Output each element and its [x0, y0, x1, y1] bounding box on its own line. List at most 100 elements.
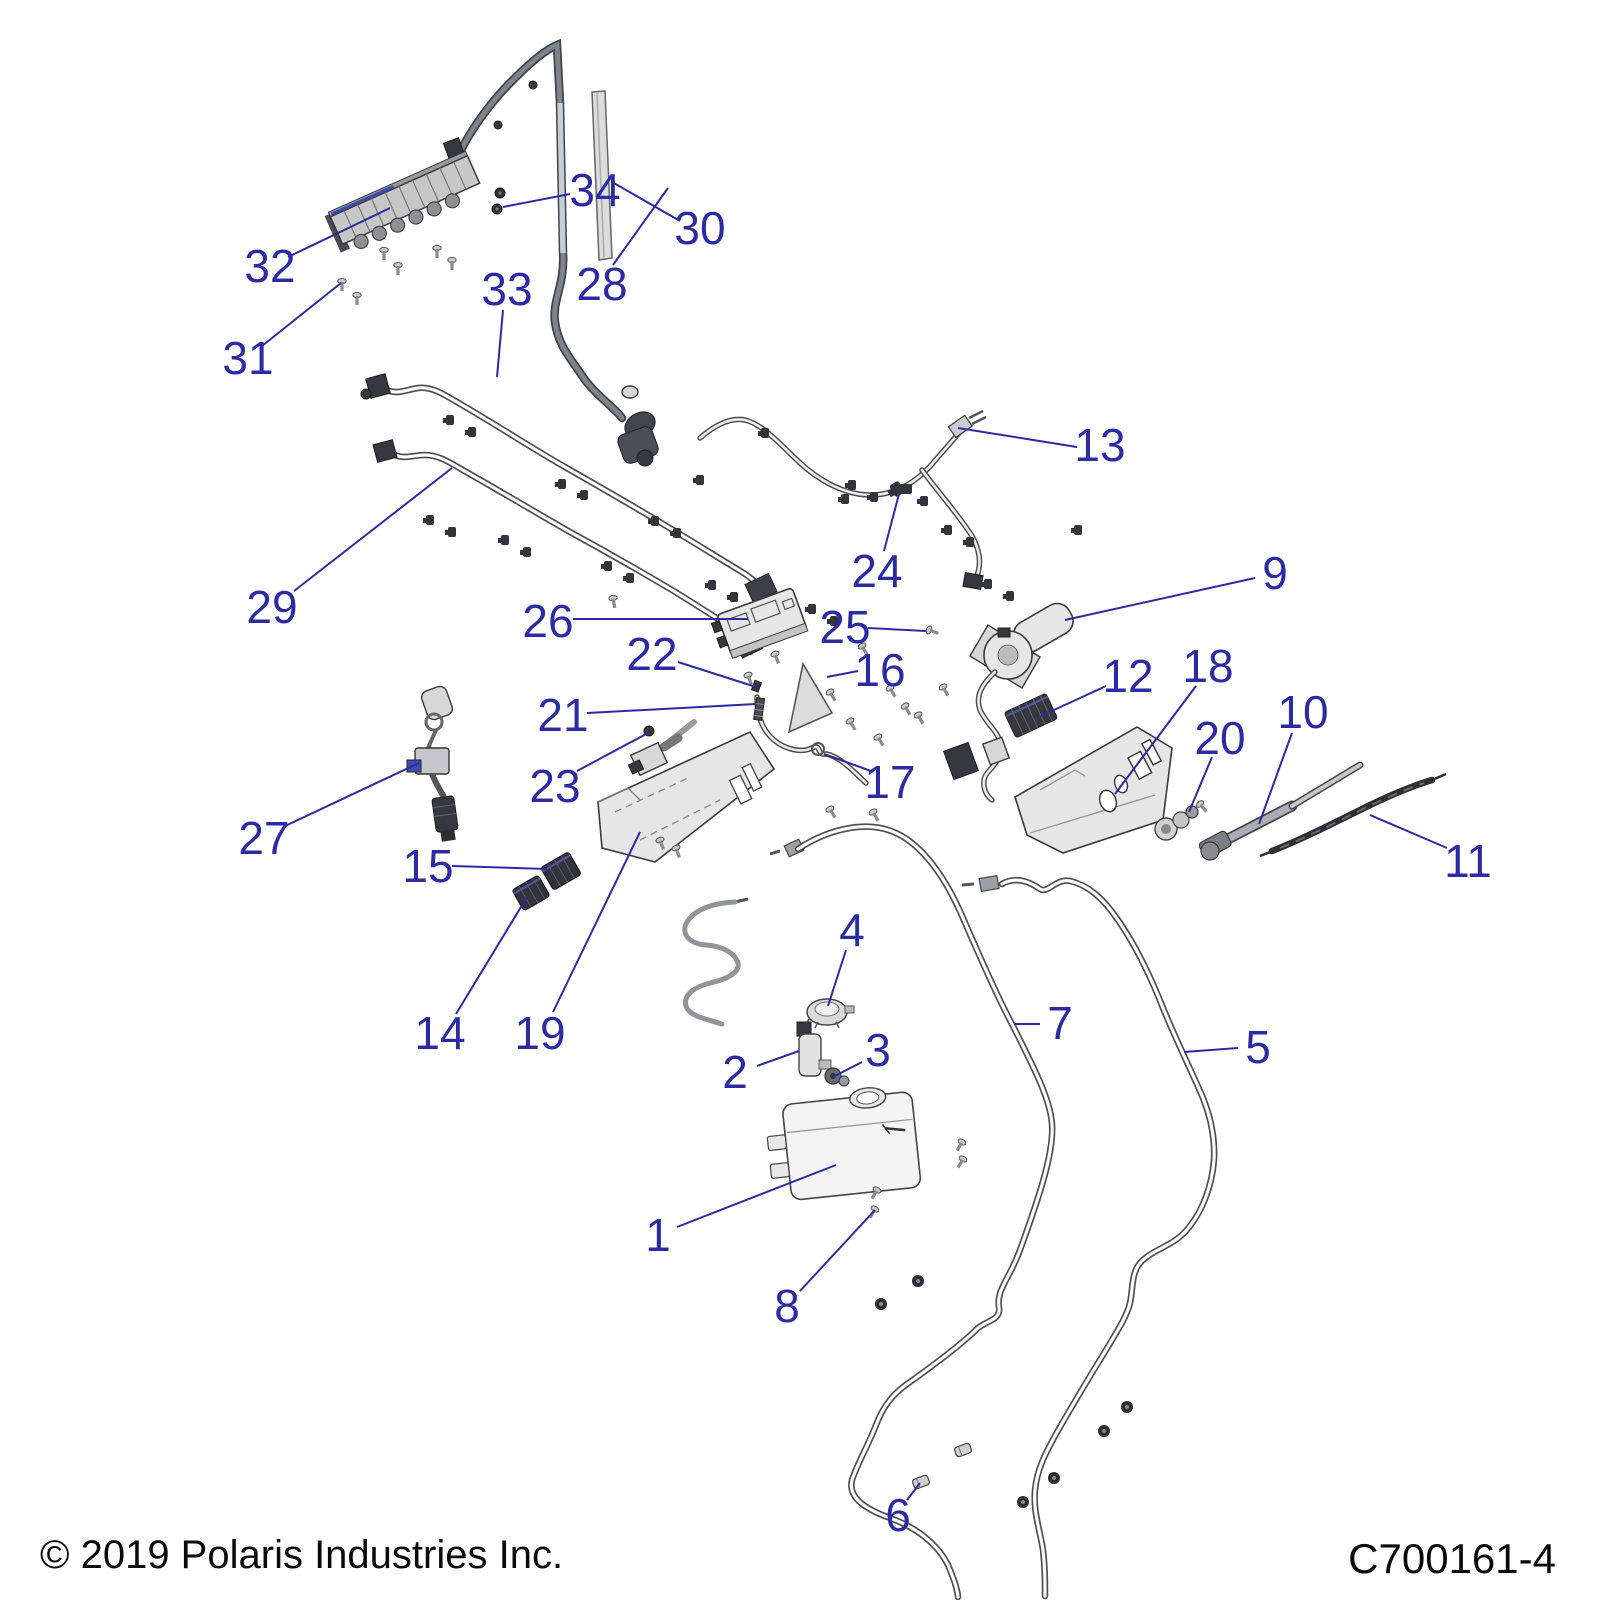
part-nozzle-tube-28 — [442, 38, 659, 467]
screw-pin — [824, 687, 840, 704]
part-hose-5 — [961, 874, 1218, 1600]
callout-31-leader — [261, 282, 342, 347]
callout-1: 1 — [645, 1209, 671, 1261]
harness-clip — [917, 496, 928, 506]
callout-34-leader — [502, 193, 571, 208]
callout-18: 18 — [1182, 640, 1233, 692]
callout-32: 32 — [244, 240, 295, 292]
callout-9: 9 — [1262, 547, 1288, 599]
callout-21-leader — [586, 703, 757, 714]
callout-15: 15 — [402, 840, 453, 892]
part-pin-22 — [750, 679, 763, 693]
part-module-26 — [710, 587, 809, 659]
callout-6: 6 — [885, 1489, 911, 1541]
part-cap-4 — [805, 998, 855, 1029]
harness-clip — [423, 515, 434, 525]
callout-5: 5 — [1245, 1021, 1271, 1073]
callout-1-leader — [676, 1164, 837, 1228]
callout-2: 2 — [722, 1046, 748, 1098]
part-wireform — [682, 897, 749, 1027]
part-harness-33 — [360, 373, 778, 604]
callout-3-leader — [832, 1061, 863, 1078]
fastener-dot — [1121, 1401, 1133, 1413]
screw-pin — [379, 246, 389, 261]
part-clip-6 — [911, 1473, 931, 1491]
callout-14: 14 — [414, 1007, 465, 1059]
callout-16-leader — [826, 670, 859, 678]
callout-24-leader — [883, 493, 900, 552]
part-harness-13 — [697, 409, 987, 591]
callout-4: 4 — [839, 904, 865, 956]
callout-20-leader — [1188, 756, 1213, 813]
harness-clip — [693, 475, 704, 485]
harness-clip — [727, 592, 738, 602]
part-wiper-arm-10 — [1198, 761, 1364, 861]
callout-34: 34 — [569, 164, 620, 216]
harness-clip — [805, 604, 816, 614]
harness-clip — [1003, 591, 1014, 601]
screw-pin — [844, 716, 860, 733]
part-pump-2 — [796, 1021, 832, 1077]
part-hose-7 — [769, 823, 1056, 1600]
motor-harness-connectors — [943, 736, 1011, 781]
fastener-dot — [912, 1275, 924, 1287]
callout-22: 22 — [626, 628, 677, 680]
callout-11: 11 — [1444, 835, 1492, 887]
harness-clip — [498, 535, 509, 545]
callout-21: 21 — [537, 689, 588, 741]
fastener-sprinkle — [337, 244, 1133, 1508]
fastener-dot — [1017, 1496, 1029, 1508]
fastener-dot — [1098, 1425, 1110, 1437]
callout-10-leader — [1258, 732, 1293, 825]
callout-3: 3 — [865, 1024, 891, 1076]
part-switch-27 — [406, 685, 459, 842]
part-cable-23 — [627, 719, 697, 777]
part-connector-15 — [541, 852, 581, 890]
callout-13: 13 — [1074, 419, 1125, 471]
callout-27-leader — [282, 762, 420, 828]
screw-pin — [952, 1137, 968, 1154]
callout-33-leader — [496, 309, 504, 378]
part-nut-set-20 — [1154, 798, 1211, 841]
part-connector-12 — [1004, 693, 1058, 738]
harness-clip — [443, 415, 454, 425]
screw-25 — [924, 624, 941, 638]
screw-pin — [769, 649, 783, 666]
harness-clip — [838, 494, 849, 504]
callout-28-leader — [612, 187, 669, 266]
callout-32-leader — [287, 207, 391, 258]
part-connector-14 — [512, 875, 550, 911]
part-wiper-blade-11 — [1259, 772, 1447, 858]
screw-pin — [670, 843, 684, 860]
callout-22-leader — [677, 661, 757, 688]
callout-26: 26 — [522, 595, 573, 647]
callout-6-leader — [906, 1482, 921, 1501]
screw-pin — [393, 261, 403, 276]
part-triangle-16 — [787, 661, 834, 734]
callout-9-leader — [1064, 577, 1256, 621]
callout-12: 12 — [1102, 650, 1153, 702]
callout-11-leader — [1369, 814, 1448, 849]
screw-pin — [953, 1154, 969, 1171]
callout-8: 8 — [774, 1280, 800, 1332]
screw-pin — [867, 807, 883, 824]
callout-25: 25 — [819, 601, 870, 653]
callout-10: 10 — [1277, 686, 1328, 738]
callout-5-leader — [1183, 1047, 1239, 1053]
copyright-text: © 2019 Polaris Industries Inc. — [40, 1533, 563, 1577]
callout-23-leader — [576, 732, 649, 772]
part-bracket-19 — [597, 730, 776, 863]
harness-clip — [963, 537, 974, 547]
callout-19: 19 — [514, 1007, 565, 1059]
screw-pin — [899, 701, 915, 718]
callout-33: 33 — [481, 263, 532, 315]
callout-17: 17 — [864, 756, 915, 808]
fastener-dot — [1048, 1472, 1060, 1484]
screw-pin — [824, 804, 840, 821]
harness-clip — [705, 580, 716, 590]
harness-clip — [577, 490, 588, 500]
callout-29-leader — [293, 467, 453, 592]
callout-24: 24 — [851, 545, 902, 597]
